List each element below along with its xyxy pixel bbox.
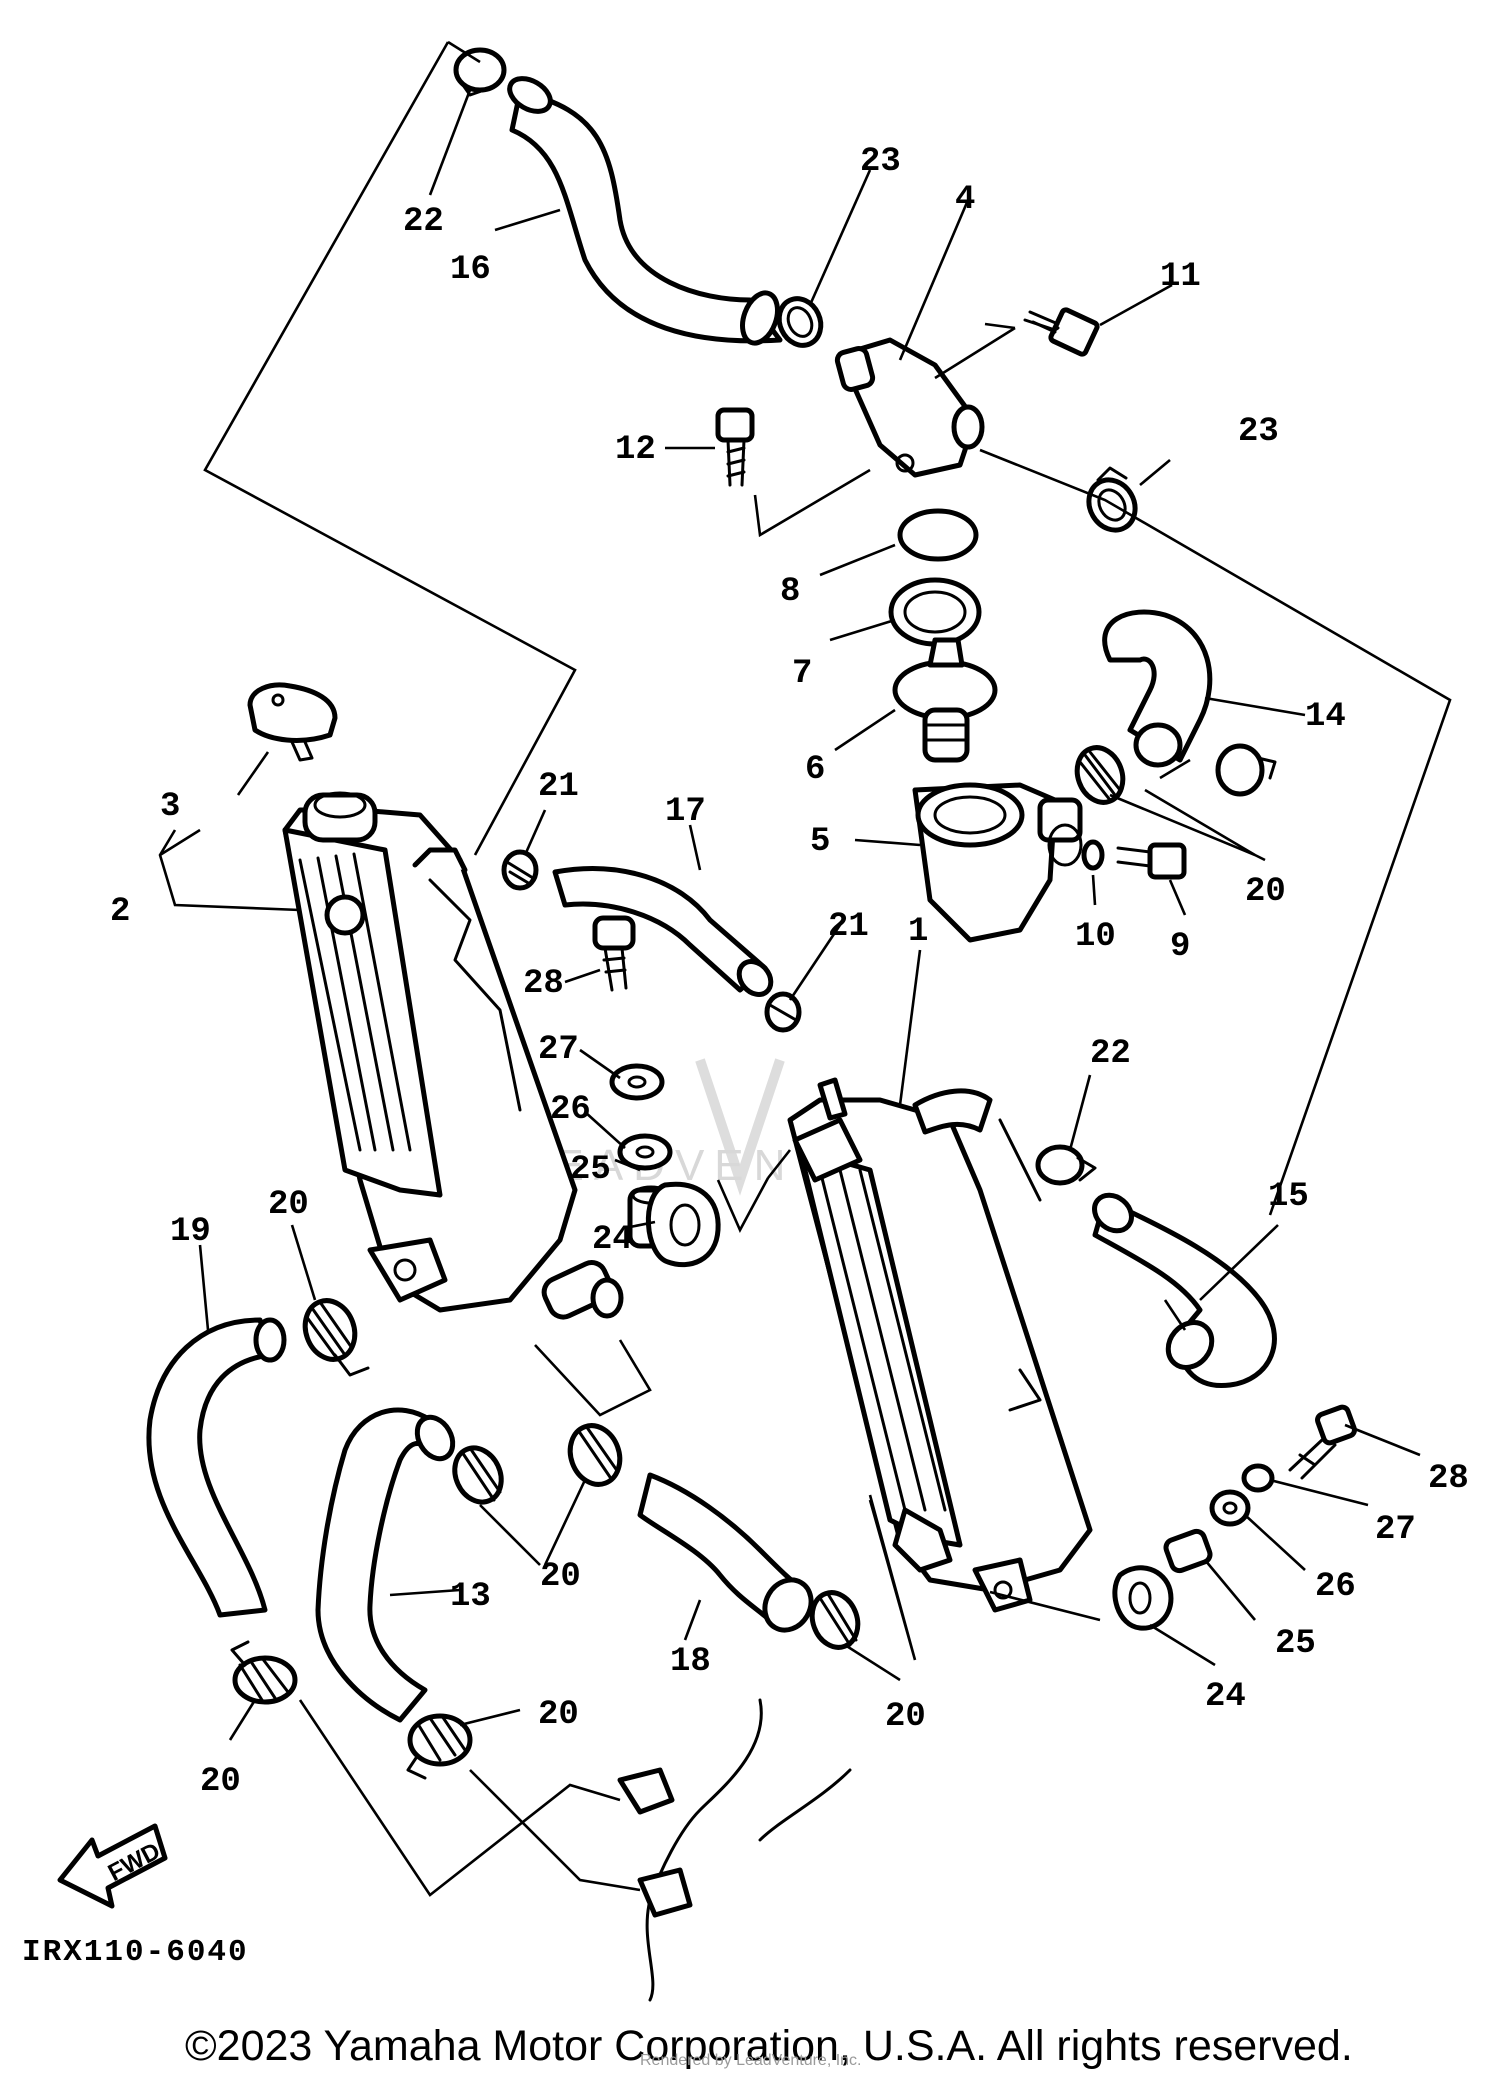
callout-27-a: 27 [538, 1031, 579, 1069]
clamp-20-hose-13-top [452, 1445, 504, 1505]
bolt-28-right [1288, 1404, 1357, 1480]
callout-28-b: 28 [1428, 1460, 1469, 1498]
callout-labels: 1 2 3 4 5 6 7 8 9 10 11 12 13 14 15 16 1… [110, 143, 1469, 1801]
thermostat-housing-5 [912, 782, 1083, 943]
hose-13 [315, 1407, 456, 1723]
callout-23-b: 23 [1238, 413, 1279, 451]
clamp-23-upper [776, 296, 824, 348]
thermostat-6 [892, 637, 998, 763]
callout-22-b: 22 [1090, 1035, 1131, 1073]
callout-6: 6 [805, 751, 825, 789]
clamp-20-lower-left [230, 1640, 298, 1705]
callout-21-a: 21 [538, 768, 579, 806]
callout-17: 17 [665, 793, 706, 831]
clamp-20-hose-19 [302, 1298, 370, 1377]
bolt-28-left [592, 915, 636, 992]
clamp-20-hose-18-lower [809, 1590, 861, 1650]
callout-15: 15 [1268, 1178, 1309, 1216]
radiator-cap-3 [247, 682, 338, 762]
callout-18: 18 [670, 1643, 711, 1681]
callout-24-a: 24 [592, 1221, 633, 1259]
hose-18 [637, 1472, 814, 1633]
callout-10: 10 [1075, 918, 1116, 956]
engine-outline [617, 1698, 852, 2002]
callout-25-a: 25 [570, 1151, 611, 1189]
callout-26-b: 26 [1315, 1568, 1356, 1606]
washer-10 [1081, 839, 1105, 871]
hose-19 [146, 1317, 287, 1618]
copyright-notice: ©2023 Yamaha Motor Corporation, U.S.A. A… [185, 2022, 1353, 2070]
callout-25-b: 25 [1275, 1625, 1316, 1663]
callout-12: 12 [615, 431, 656, 469]
diagram-code: IRX110-6040 [22, 1935, 249, 1970]
callout-9: 9 [1170, 928, 1190, 966]
callout-20-d: 20 [885, 1698, 926, 1736]
left-radiator-2 [282, 791, 624, 1320]
collar-25-right [1163, 1528, 1213, 1574]
thermostat-outlet-4 [834, 337, 985, 478]
callout-19: 19 [170, 1213, 211, 1251]
washer-27-right [1241, 1463, 1275, 1493]
callout-2: 2 [110, 893, 130, 931]
clamp-21-lower [764, 991, 802, 1033]
callout-14: 14 [1305, 698, 1346, 736]
hose-14 [1102, 609, 1213, 768]
callout-23-a: 23 [860, 143, 901, 181]
callout-7: 7 [792, 655, 812, 693]
hose-17 [552, 866, 774, 997]
callout-20-c: 20 [540, 1558, 581, 1596]
callout-1: 1 [908, 913, 928, 951]
washer-27-left [609, 1063, 665, 1101]
callout-11: 11 [1160, 258, 1201, 296]
callout-16: 16 [450, 251, 491, 289]
callout-3: 3 [160, 788, 180, 826]
callout-8: 8 [780, 573, 800, 611]
callout-5: 5 [810, 823, 830, 861]
gasket-7 [888, 577, 982, 647]
fwd-arrow-icon: FWD [57, 1823, 168, 1909]
hose-16 [507, 76, 783, 346]
callout-27-b: 27 [1375, 1511, 1416, 1549]
washer-26-left [617, 1133, 673, 1171]
rendered-by-notice: Rendered by LeadVenture, Inc. [640, 2052, 862, 2069]
callout-13: 13 [450, 1578, 491, 1616]
hose-clamp-22-top [453, 47, 507, 97]
clamp-20-hose-14-lower [1215, 743, 1277, 797]
clamp-20-middle [567, 1423, 623, 1487]
grommet-24-left [645, 1181, 721, 1268]
clamp-20-hose-14-upper [1074, 745, 1126, 805]
callout-20-f: 20 [538, 1696, 579, 1734]
bolt-11 [1023, 307, 1100, 357]
right-radiator-1 [787, 1077, 1093, 1613]
callout-26-a: 26 [550, 1091, 591, 1129]
clamp-21-upper [501, 849, 539, 891]
grommet-24-right [1112, 1565, 1174, 1631]
leader-lines [158, 40, 1452, 1897]
callout-20-b: 20 [268, 1186, 309, 1224]
callout-20-a: 20 [1245, 873, 1286, 911]
callout-24-b: 24 [1205, 1678, 1246, 1716]
washer-26-right [1209, 1489, 1251, 1527]
o-ring-8 [897, 508, 979, 562]
clamp-22-right [1035, 1144, 1097, 1186]
bolt-9 [1116, 842, 1187, 880]
hose-15 [1092, 1192, 1277, 1388]
callout-21-b: 21 [828, 908, 869, 946]
callout-28-a: 28 [523, 965, 564, 1003]
callout-22-a: 22 [403, 203, 444, 241]
callout-4: 4 [955, 181, 975, 219]
bolt-12 [715, 407, 755, 487]
clamp-20-hose-13-bottom [406, 1713, 473, 1780]
callout-20-e: 20 [200, 1763, 241, 1801]
